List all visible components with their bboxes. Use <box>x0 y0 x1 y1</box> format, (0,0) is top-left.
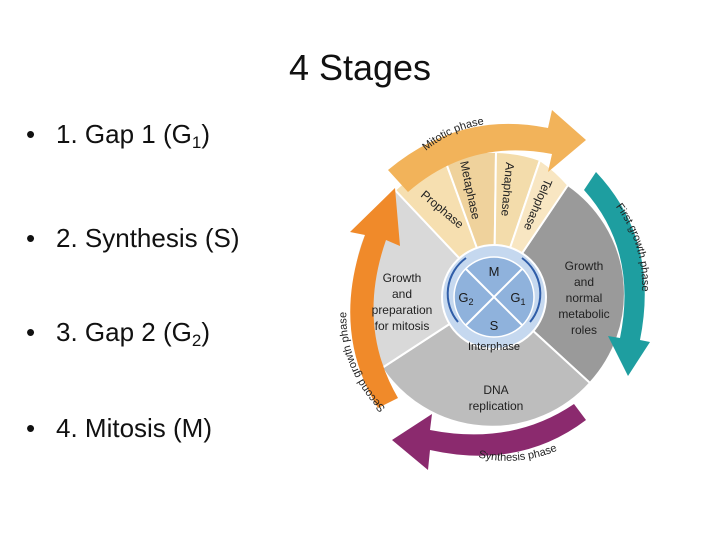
bullet-text: 4. Mitosis (M) <box>56 413 212 443</box>
cell-cycle-diagram: Mitotic phase First growth phase Synthes… <box>337 110 651 470</box>
synthesis-arrow <box>392 404 586 470</box>
g1-line: Growth <box>565 259 604 273</box>
bullet-text: 1. Gap 1 (G <box>56 119 192 149</box>
bullet-text: 2. Synthesis (S) <box>56 223 240 253</box>
bullet-marker: • <box>26 223 36 253</box>
g2-line: and <box>392 287 412 301</box>
second-growth-arrow <box>350 188 400 408</box>
interphase-arrow-right <box>521 257 542 323</box>
first-growth-arrow <box>584 172 650 376</box>
g1-line: roles <box>571 323 597 337</box>
interphase-arrow-left <box>446 257 467 323</box>
list-item: • 4. Mitosis (M) <box>26 412 212 444</box>
g1-line: metabolic <box>558 307 609 321</box>
center-g1-label: G1 <box>510 290 525 307</box>
bullet-subscript: 1 <box>191 133 202 152</box>
bullet-suffix: ) <box>201 119 210 149</box>
list-item: • 1. Gap 1 (G1) <box>26 118 210 152</box>
bullet-suffix: ) <box>201 317 210 347</box>
g2-line: preparation <box>372 303 433 317</box>
s-line: replication <box>469 399 524 413</box>
center-g2-label: G2 <box>458 290 473 307</box>
g1-line: and <box>574 275 594 289</box>
list-item: • 3. Gap 2 (G2) <box>26 316 210 350</box>
interphase-label: Interphase <box>468 341 520 353</box>
mitotic-arrow <box>388 110 586 192</box>
s-description: DNA replication <box>469 383 524 413</box>
s-line: DNA <box>483 383 508 397</box>
g1-line: normal <box>566 291 603 305</box>
g2-line: for mitosis <box>375 319 430 333</box>
bullet-marker: • <box>26 413 36 443</box>
s-sector <box>380 293 592 428</box>
phase-arrows <box>350 110 650 470</box>
g2-description: Growth and preparation for mitosis <box>372 271 433 333</box>
center-m-label: M <box>489 264 500 279</box>
bullet-text: 3. Gap 2 (G <box>56 317 192 347</box>
g2-line: Growth <box>383 271 422 285</box>
bullet-marker: • <box>26 119 36 149</box>
list-item: • 2. Synthesis (S) <box>26 222 240 254</box>
bullet-subscript: 2 <box>191 331 202 350</box>
g1-description: Growth and normal metabolic roles <box>558 259 609 337</box>
slide-title: 4 Stages <box>288 47 432 88</box>
center-divider <box>465 268 523 326</box>
anaphase-label: Anaphase <box>498 162 517 217</box>
bullet-marker: • <box>26 317 36 347</box>
center-s-label: S <box>490 318 499 333</box>
